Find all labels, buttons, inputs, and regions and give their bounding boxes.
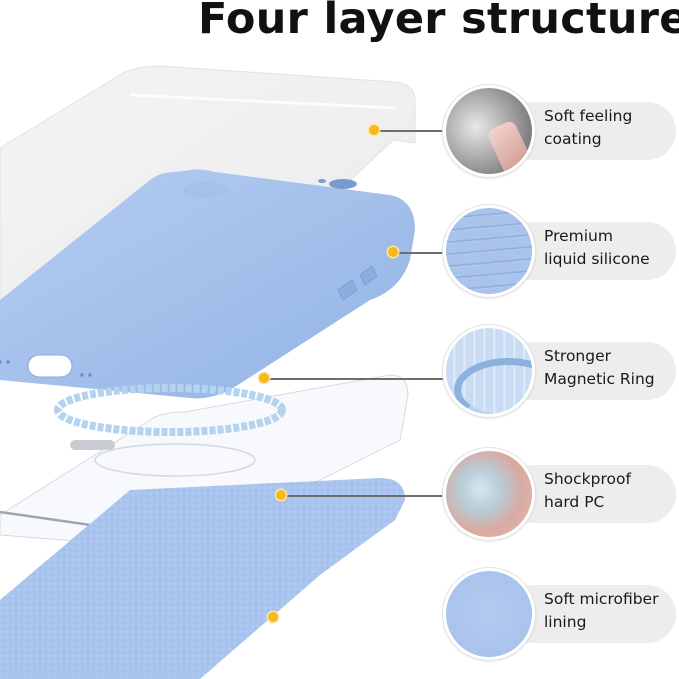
feature-pill [521,222,676,280]
connector-line [281,495,443,497]
marker-dot [369,125,379,135]
liquid-silicone-icon [443,205,535,297]
feature-liquid-silicone: Premium liquid silicone [441,205,679,297]
microfiber-icon [443,568,535,660]
feature-pill [521,465,676,523]
spray-coating-icon [443,85,535,177]
microfiber-layer [0,478,405,679]
marker-dot [388,247,398,257]
marker-dot [259,373,269,383]
marker-dot [276,490,286,500]
feature-microfiber-lining: Soft microfiber lining [441,568,679,660]
pc-pellets-icon [443,448,535,540]
feature-label-line1: Soft feeling [544,107,633,125]
feature-label-line1: Shockproof [544,470,631,488]
magnetic-ring-icon [443,325,535,417]
feature-label-line2: hard PC [544,493,605,511]
feature-soft-coating: Soft feeling coating [441,85,679,177]
feature-pill [521,585,676,643]
feature-pill [521,102,676,160]
feature-label-line2: lining [544,613,587,631]
feature-label-line1: Soft microfiber [544,590,659,608]
connector-line [393,252,443,254]
connector-line [374,130,443,132]
page-title: Four layer structure [198,0,679,44]
feature-label-line2: Magnetic Ring [544,370,655,388]
feature-label-line2: liquid silicone [544,250,650,268]
feature-pill [521,342,676,400]
exploded-case-illustration [0,65,416,679]
feature-label-line2: coating [544,130,602,148]
feature-label-line1: Stronger [544,347,612,365]
marker-dot [268,612,278,622]
feature-magnetic-ring: Stronger Magnetic Ring [441,325,679,417]
feature-label-line1: Premium [544,227,613,245]
feature-hard-pc: Shockproof hard PC [441,448,679,540]
connector-line [264,378,443,380]
silicone-layer [0,169,415,399]
